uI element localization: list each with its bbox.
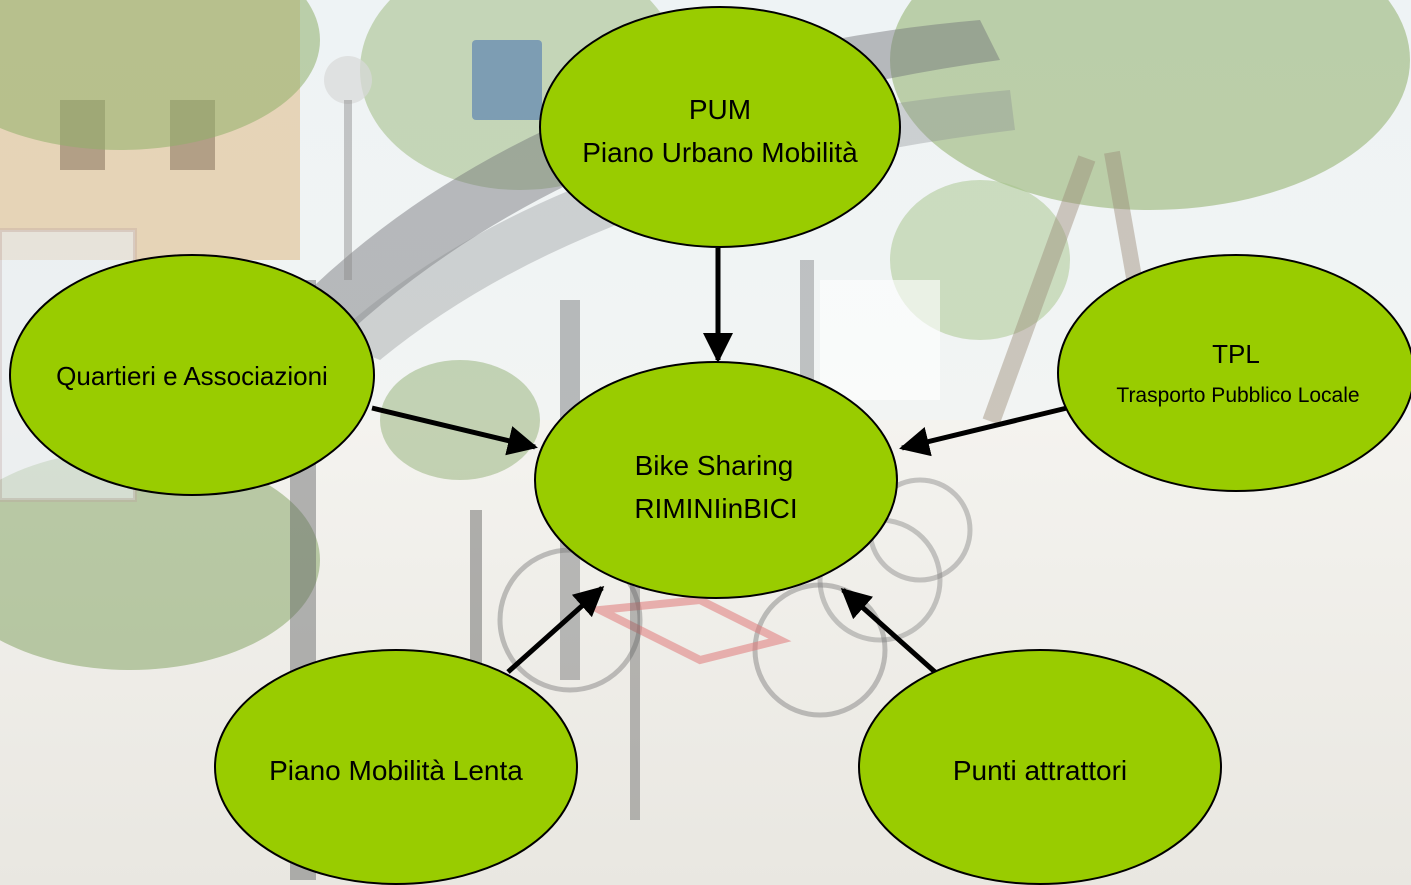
node-center-shape xyxy=(534,361,898,599)
node-quartieri-line1: Quartieri e Associazioni xyxy=(56,361,328,391)
node-center: Bike Sharing RIMINIinBICI xyxy=(534,361,898,599)
node-quartieri-shape xyxy=(9,254,375,496)
node-quartieri: Quartieri e Associazioni xyxy=(9,254,375,496)
arrow-tpl-to-center xyxy=(899,405,1068,457)
node-pum-line2: Piano Urbano Mobilità xyxy=(582,137,858,168)
node-tpl-line2: Trasporto Pubblico Locale xyxy=(1116,384,1359,407)
node-tpl-line1: TPL xyxy=(1212,339,1260,369)
node-attrattori-line1: Punti attrattori xyxy=(953,755,1127,786)
node-lenta: Piano Mobilità Lenta xyxy=(214,649,578,885)
node-pum: PUM Piano Urbano Mobilità xyxy=(539,6,901,248)
node-pum-line1: PUM xyxy=(689,94,751,125)
arrow-quartieri-to-center xyxy=(371,405,538,456)
node-attrattori: Punti attrattori xyxy=(858,649,1222,885)
node-lenta-line1: Piano Mobilità Lenta xyxy=(269,755,523,786)
node-center-line1: Bike Sharing xyxy=(635,450,794,481)
node-tpl-shape xyxy=(1057,254,1411,492)
node-pum-shape xyxy=(539,6,901,248)
node-lenta-shape xyxy=(214,649,578,885)
node-center-line2: RIMINIinBICI xyxy=(634,493,797,524)
node-tpl: TPL Trasporto Pubblico Locale xyxy=(1057,254,1411,492)
arrow-lenta-to-center xyxy=(506,586,605,674)
arrow-attrattori-to-center xyxy=(840,588,937,674)
node-attrattori-shape xyxy=(858,649,1222,885)
